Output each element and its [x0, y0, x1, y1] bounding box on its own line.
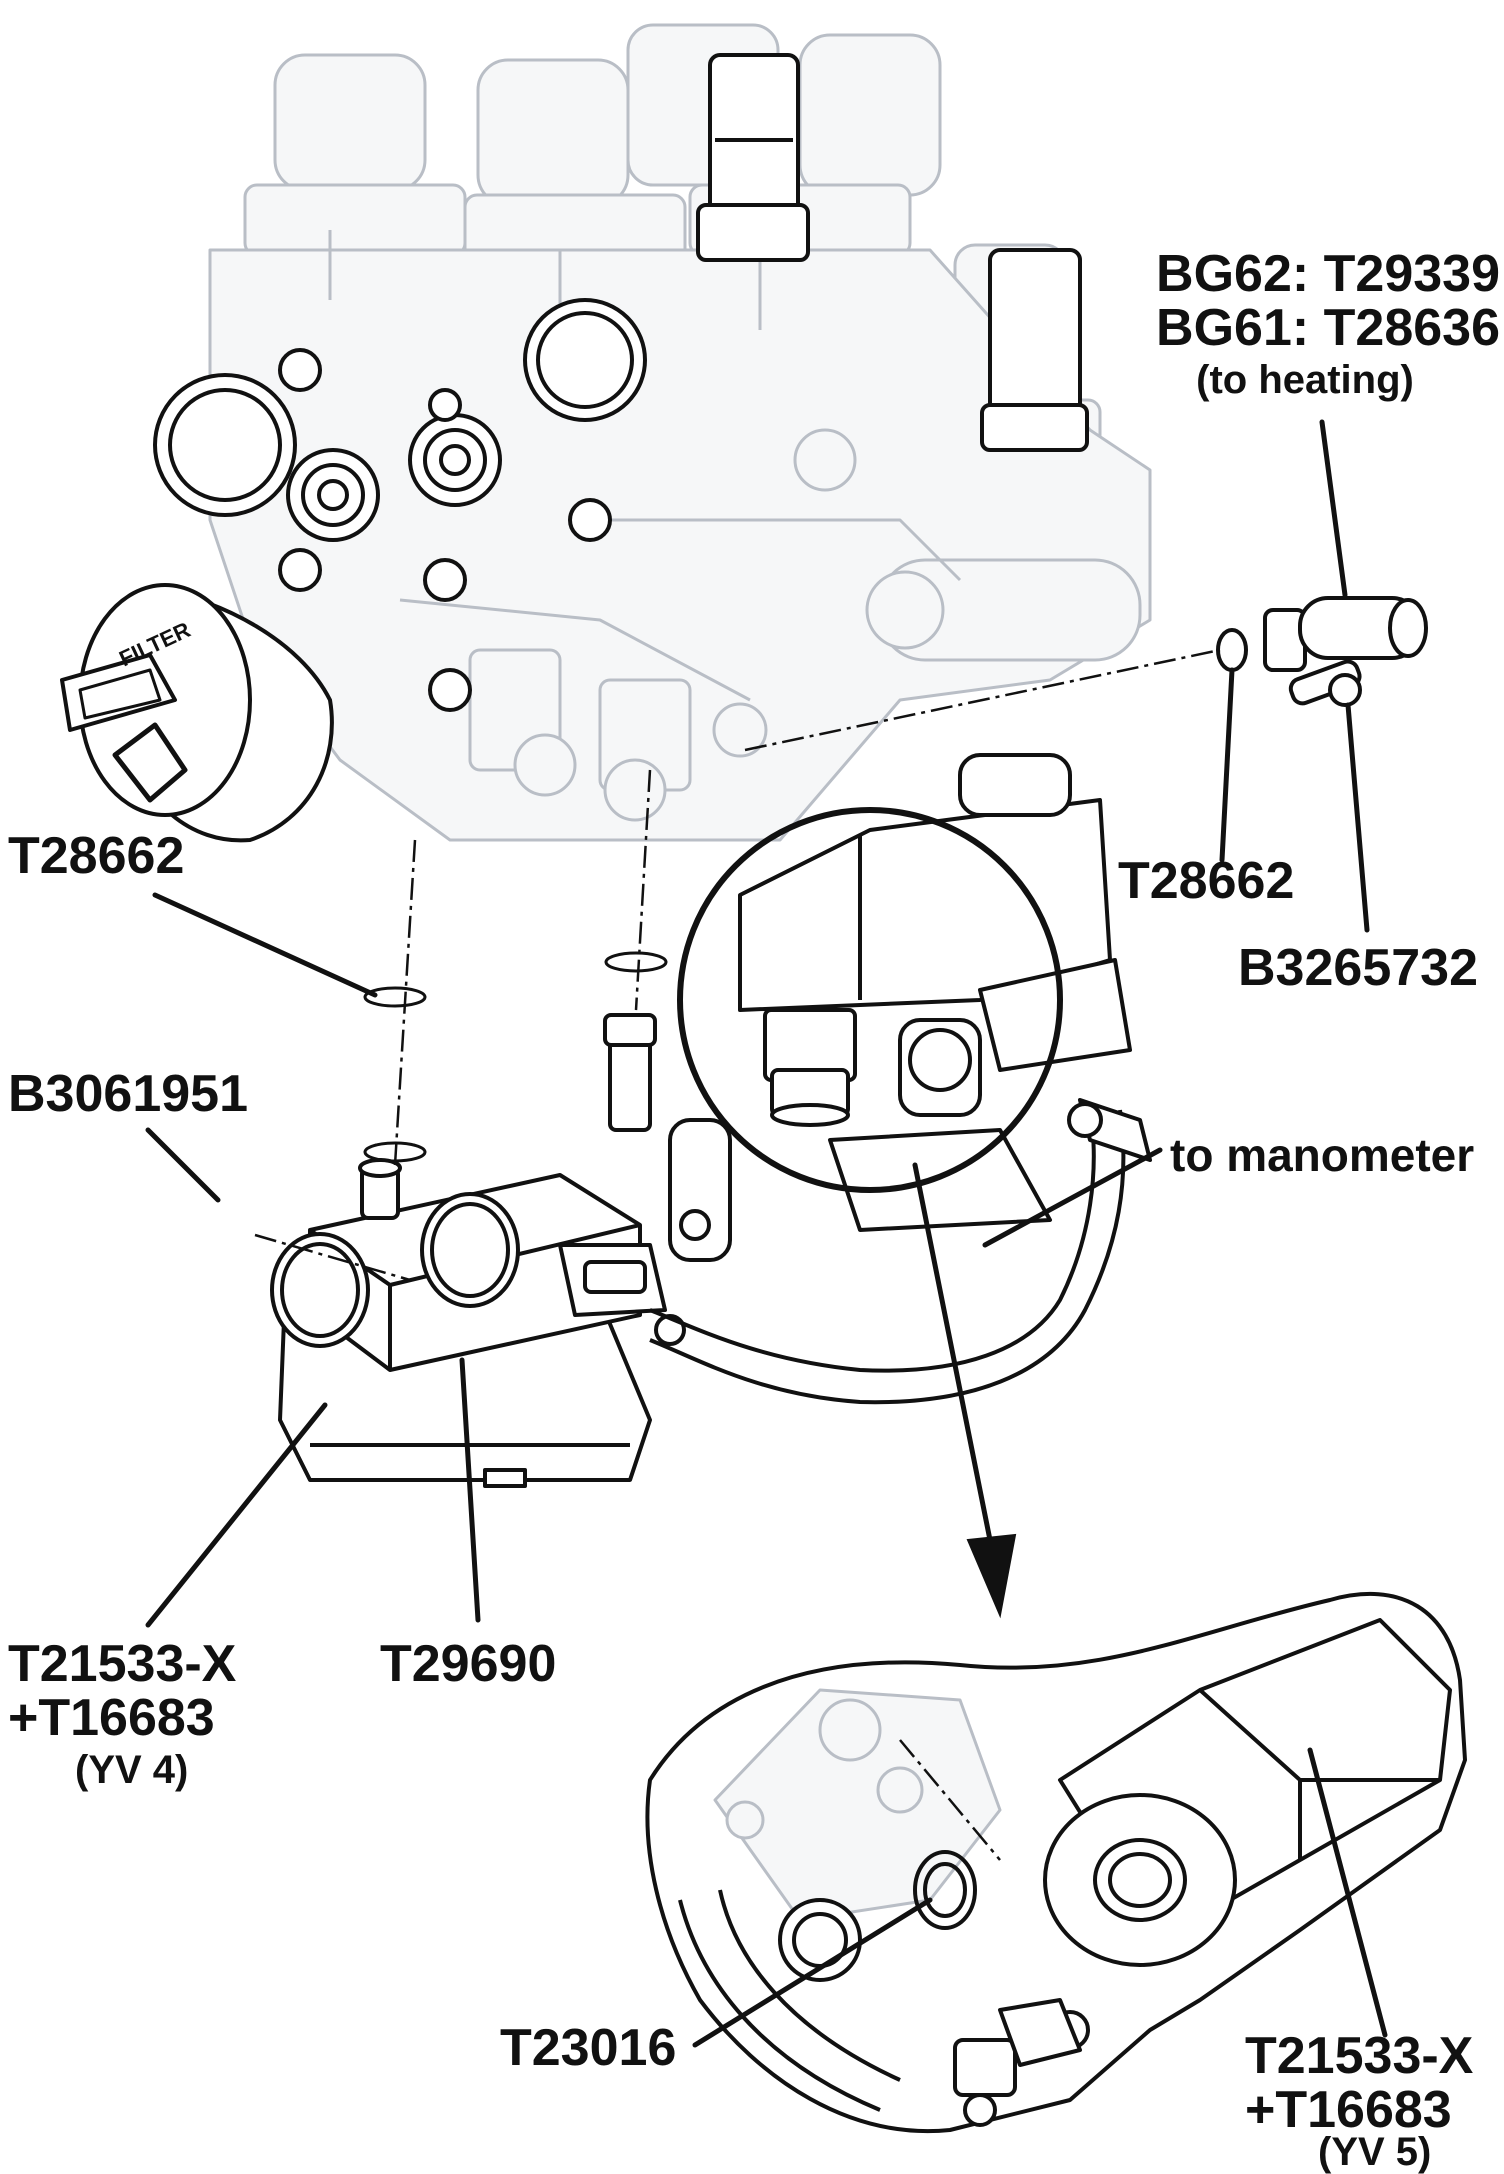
central-solenoid	[738, 753, 1132, 1232]
label-yv4-part: T21533-X	[8, 1635, 237, 1693]
top-solenoid	[696, 53, 810, 262]
label-yv5-coil: +T16683	[1245, 2081, 1452, 2139]
filter-cap: FILTER	[60, 583, 334, 843]
temperature-sensor	[1216, 596, 1428, 707]
detail-arrow-head	[966, 1533, 1017, 1619]
label-b3061951: B3061951	[8, 1065, 248, 1123]
label-to-manometer: to manometer	[1170, 1129, 1475, 1181]
label-yv4-coil: +T16683	[8, 1689, 215, 1747]
leader-lines	[145, 419, 1388, 2048]
label-yv5-part: T21533-X	[1245, 2027, 1474, 2085]
assembly-lines	[254, 648, 1221, 1861]
label-t29690: T29690	[380, 1635, 557, 1693]
label-bg62: BG62: T29339	[1156, 245, 1500, 303]
label-yv5-tag: (YV 5)	[1318, 2130, 1432, 2174]
detail-inset	[645, 1591, 1467, 2134]
detail-circle	[677, 807, 1063, 1193]
label-b3265732: B3265732	[1238, 939, 1478, 997]
fittings-cluster	[153, 298, 647, 712]
label-yv4-tag: (YV 4)	[75, 1748, 189, 1792]
right-solenoid	[980, 248, 1089, 452]
label-to-heating: (to heating)	[1196, 358, 1414, 402]
label-t23016: T23016	[500, 2019, 677, 2077]
label-bg61: BG61: T28636	[1156, 299, 1500, 357]
label-o-ring-right: T28662	[1118, 852, 1295, 910]
lower-valve-block	[270, 1013, 1152, 1488]
label-o-ring-left: T28662	[8, 827, 185, 885]
